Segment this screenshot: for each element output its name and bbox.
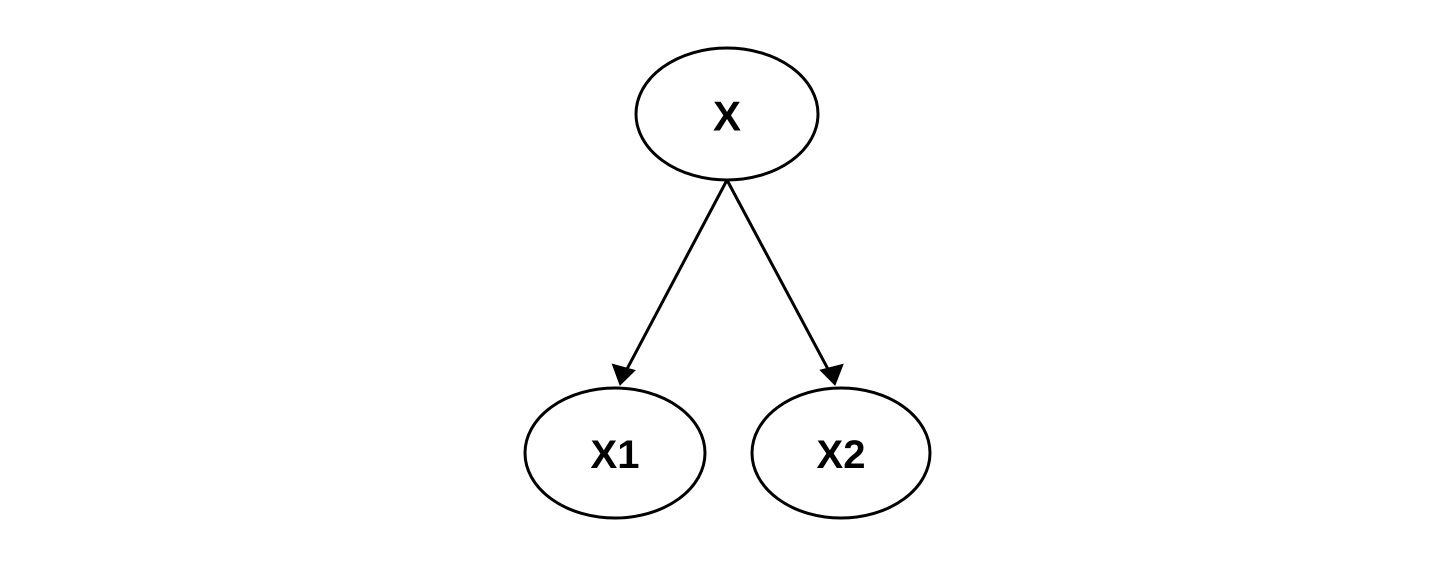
node-x2-label: X2	[817, 433, 866, 477]
node-x1[interactable]: X1	[523, 386, 707, 520]
edge-x-to-x1[interactable]	[611, 179, 729, 386]
edge-x-to-x2-line	[725, 179, 831, 373]
node-x1-label: X1	[591, 433, 640, 477]
node-x2[interactable]: X2	[750, 386, 932, 520]
node-x-ellipse	[634, 46, 820, 182]
edge-x-to-x1-arrowhead-icon	[611, 363, 636, 386]
edge-x-to-x2[interactable]	[725, 179, 844, 386]
edge-x-to-x2-arrowhead-icon	[819, 363, 844, 386]
node-x-label: X	[713, 93, 741, 140]
node-x2-ellipse	[750, 386, 932, 520]
node-x[interactable]: X	[634, 46, 820, 182]
edge-x-to-x1-line	[624, 179, 729, 373]
node-x1-ellipse	[523, 386, 707, 520]
